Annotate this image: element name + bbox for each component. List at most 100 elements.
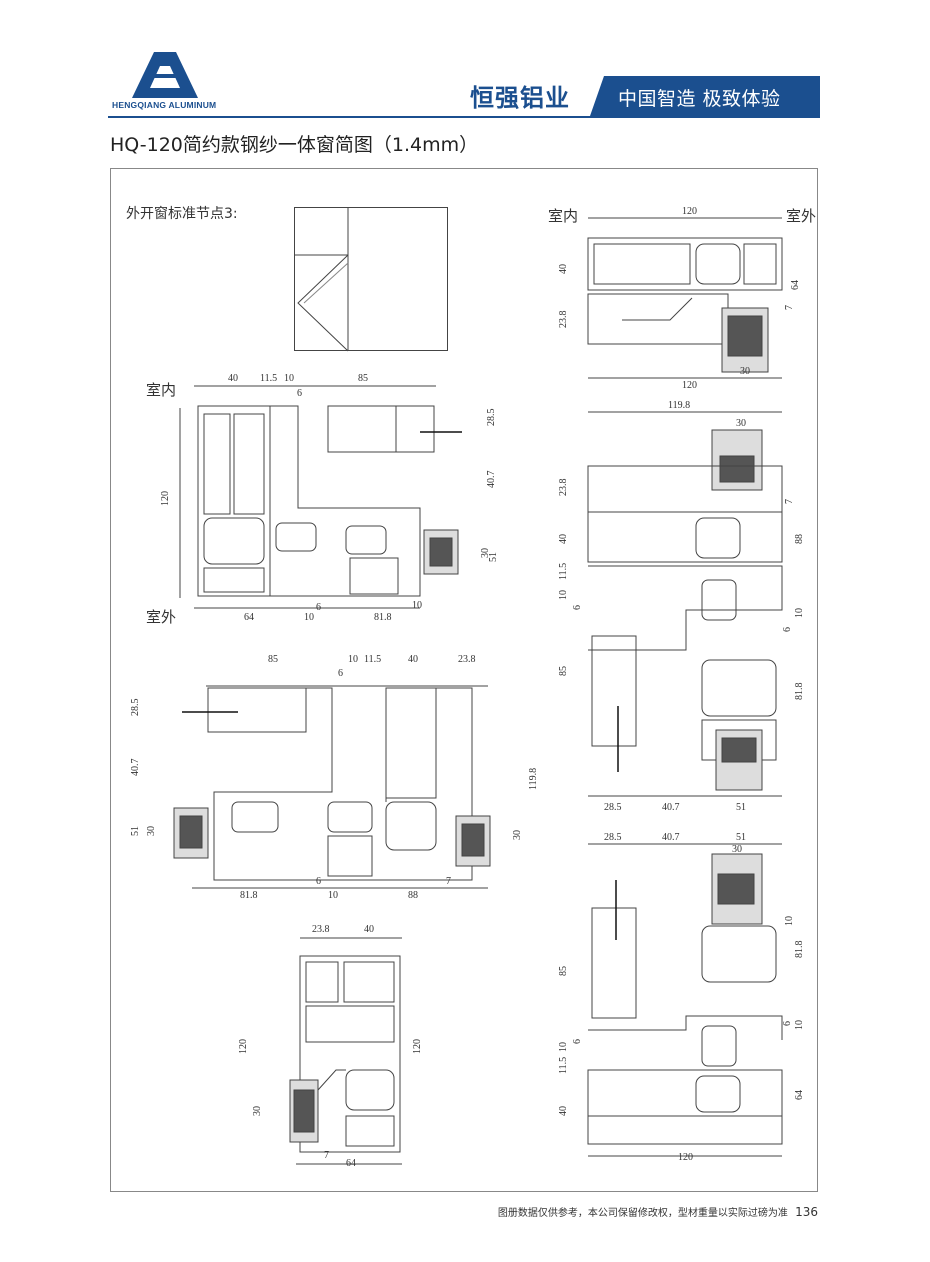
- dim-text: 6: [782, 1021, 793, 1026]
- dim-text: 30: [252, 1106, 263, 1116]
- dim-text: 120: [412, 1039, 423, 1054]
- dim-text: 40: [408, 654, 418, 665]
- section-drawing-4: 120 40 64 23.8 7 30 120: [558, 206, 801, 391]
- dim-text: 40.7: [662, 832, 680, 843]
- node-label: 外开窗标准节点3:: [126, 206, 238, 222]
- dim-text: 40: [364, 924, 374, 935]
- dim-text: 11.5: [558, 563, 569, 580]
- dim-text: 10: [794, 1020, 805, 1030]
- brand-name: 恒强铝业: [470, 84, 570, 112]
- company-logo: [132, 52, 198, 98]
- dim-text: 28.5: [604, 832, 622, 843]
- dim-text: 10: [412, 600, 422, 611]
- dim-text: 30: [146, 826, 157, 836]
- dim-text: 30: [512, 830, 523, 840]
- dim-text: 10: [558, 1042, 569, 1052]
- slogan-banner: [590, 76, 820, 116]
- dim-text: 51: [736, 802, 746, 813]
- dim-text: 64: [790, 280, 801, 290]
- dim-text: 40.7: [662, 802, 680, 813]
- dim-text: 81.8: [374, 612, 392, 623]
- dim-text: 40.7: [486, 471, 497, 489]
- indoor-label-1: 室内: [146, 381, 177, 399]
- section-drawing-5: 119.8 30 23.8 7 40 88 10 11.5 6 10 6 85 …: [558, 400, 805, 813]
- dim-text: 120: [682, 380, 697, 391]
- dim-text: 88: [794, 534, 805, 544]
- dim-text: 7: [784, 499, 795, 504]
- dim-text: 120: [682, 206, 697, 217]
- header-rule: [108, 116, 820, 118]
- dim-text: 7: [446, 876, 451, 887]
- footer-note: 图册数据仅供参考，本公司保留修改权，型材重量以实际过磅为准: [497, 1208, 788, 1219]
- dim-text: 120: [678, 1152, 693, 1163]
- dim-text: 10: [328, 890, 338, 901]
- dim-text: 85: [558, 666, 569, 676]
- page-number: 136: [795, 1205, 818, 1219]
- dim-text: 28.5: [486, 409, 497, 427]
- dim-text: 11.5: [260, 373, 277, 384]
- dim-text: 85: [268, 654, 278, 665]
- dim-text: 11.5: [558, 1057, 569, 1074]
- window-key-sketch: [294, 207, 448, 352]
- dim-text: 6: [316, 876, 321, 887]
- indoor-label-2: 室内: [548, 207, 579, 225]
- dim-text: 30: [736, 418, 746, 429]
- dim-text: 6: [316, 602, 321, 613]
- dim-text: 23.8: [458, 654, 476, 665]
- dim-text: 40: [558, 1106, 569, 1116]
- dim-text: 81.8: [794, 941, 805, 959]
- dim-text: 88: [408, 890, 418, 901]
- footer: 图册数据仅供参考，本公司保留修改权，型材重量以实际过磅为准 136: [498, 1204, 818, 1219]
- section-drawing-3: 23.8 40 120 120 30 7 64: [238, 924, 423, 1169]
- dim-text: 120: [238, 1039, 249, 1054]
- dim-text: 30: [740, 366, 750, 377]
- dim-text: 10: [794, 608, 805, 618]
- dim-text: 64: [794, 1090, 805, 1100]
- section-drawing-6: 28.5 40.7 51 30 10 85 81.8 6 10 10 6 11.…: [558, 832, 805, 1163]
- dim-text: 40.7: [130, 759, 141, 777]
- dim-text: 85: [358, 373, 368, 384]
- logo-text: HENGQIANG ALUMINUM: [112, 100, 217, 110]
- dim-text: 40: [558, 264, 569, 274]
- dim-text: 7: [784, 305, 795, 310]
- dim-text: 23.8: [558, 479, 569, 497]
- dim-text: 6: [572, 1039, 583, 1044]
- dim-text: 10: [304, 612, 314, 623]
- dim-text: 51: [130, 826, 141, 836]
- dim-text: 10: [558, 590, 569, 600]
- dim-text: 119.8: [668, 400, 690, 411]
- page-title: HQ-120简约款钢纱一体窗简图（1.4mm）: [110, 134, 479, 156]
- dim-text: 51: [736, 832, 746, 843]
- dim-text: 6: [338, 668, 343, 679]
- dim-text: 81.8: [794, 683, 805, 701]
- dim-text: 51: [488, 552, 499, 562]
- dim-text: 10: [784, 916, 795, 926]
- dim-text: 10: [284, 373, 294, 384]
- drawing-frame: [110, 168, 818, 1192]
- dim-text: 6: [297, 388, 302, 399]
- dim-text: 23.8: [312, 924, 330, 935]
- dim-text: 28.5: [130, 699, 141, 717]
- dim-text: 30: [480, 548, 491, 558]
- section-drawing-2: 85 10 11.5 40 23.8 6 28.5 40.7 119.8 51 …: [130, 654, 539, 901]
- dim-text: 120: [160, 491, 171, 506]
- slogan-text: 中国智造 极致体验: [618, 88, 781, 110]
- dim-text: 119.8: [528, 768, 539, 790]
- dim-text: 6: [782, 627, 793, 632]
- dim-text: 85: [558, 966, 569, 976]
- dim-text: 40: [558, 534, 569, 544]
- section-drawing-1: 40 11.5 10 85 6 28.5 40.7 120 30 51 64 1…: [160, 373, 499, 623]
- dim-text: 64: [346, 1158, 356, 1169]
- dim-text: 23.8: [558, 311, 569, 329]
- dim-text: 7: [324, 1150, 329, 1161]
- dim-text: 30: [732, 844, 742, 855]
- outdoor-label-2: 室外: [786, 207, 817, 225]
- dim-text: 6: [572, 605, 583, 610]
- outdoor-label-1: 室外: [146, 608, 177, 626]
- dim-text: 81.8: [240, 890, 258, 901]
- dim-text: 28.5: [604, 802, 622, 813]
- dim-text: 11.5: [364, 654, 381, 665]
- dim-text: 64: [244, 612, 254, 623]
- dim-text: 40: [228, 373, 238, 384]
- dim-text: 10: [348, 654, 358, 665]
